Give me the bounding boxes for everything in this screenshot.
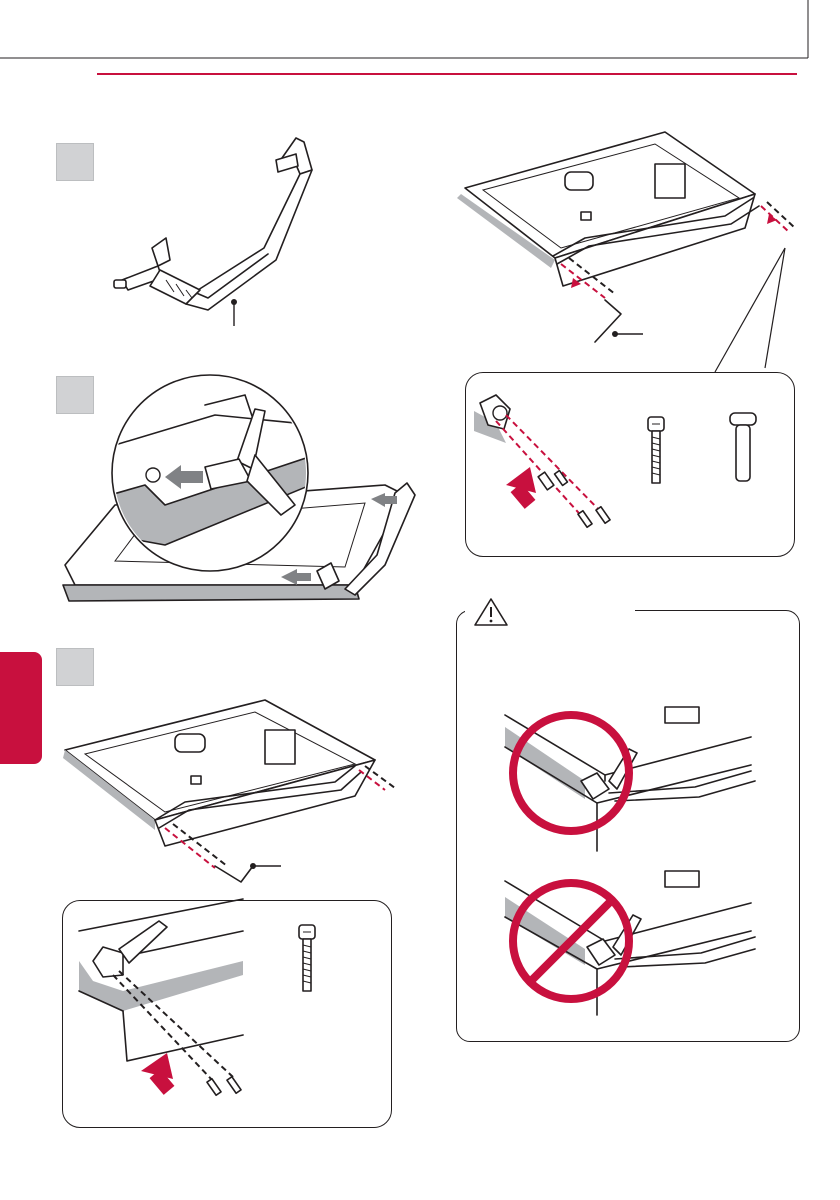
page-corner-rule <box>0 0 840 60</box>
side-tab <box>0 652 42 764</box>
screw-icon <box>644 415 668 485</box>
pin-icon <box>728 411 758 485</box>
header-rule <box>97 73 797 75</box>
stand-body-illustration <box>100 130 330 330</box>
screw-icon <box>295 923 319 993</box>
screw-detail-box <box>62 900 392 1128</box>
step-3-badge <box>56 648 94 686</box>
step-1-badge <box>56 143 94 181</box>
warning-triangle-icon <box>473 597 509 627</box>
screw-fasten-illustration <box>55 690 405 880</box>
stand-attach-illustration <box>55 385 425 610</box>
caution-box <box>456 610 800 1042</box>
tv-back-screw-illustration <box>455 128 805 348</box>
correct-install-illustration <box>505 711 755 851</box>
wrong-install-illustration <box>505 875 755 1015</box>
pin-detail-box <box>465 372 795 557</box>
